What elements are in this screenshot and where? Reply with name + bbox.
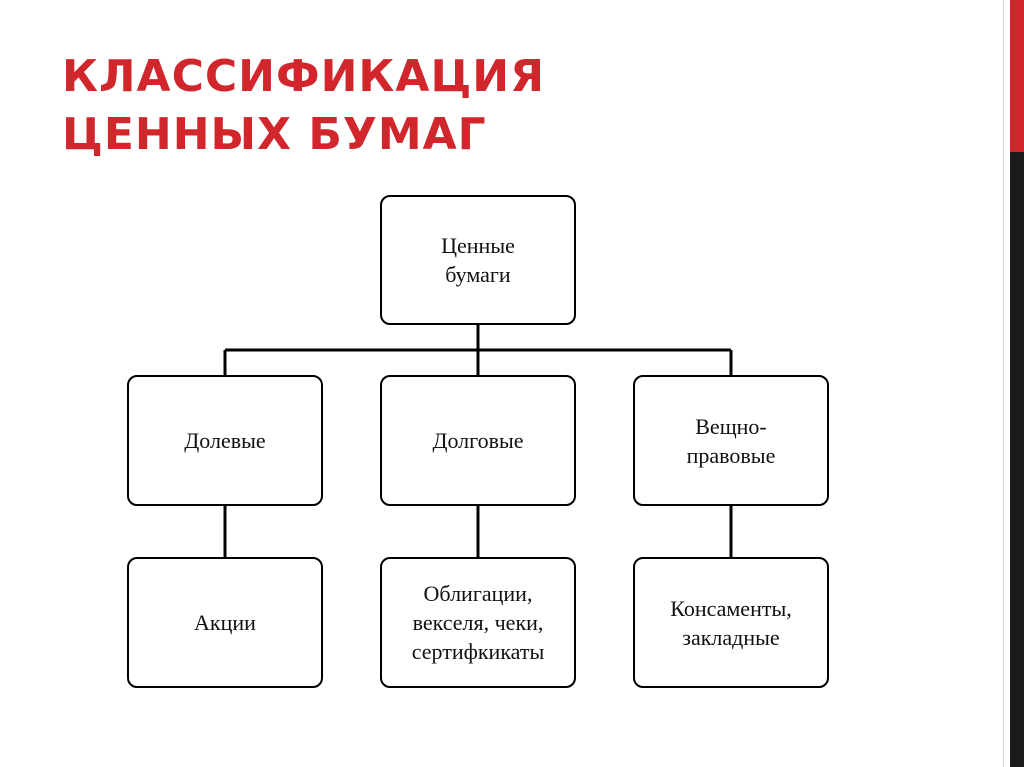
title-line-1: КЛАССИФИКАЦИЯ: [62, 51, 545, 102]
node-category-veshchno-pravovye: Вещно- правовые: [633, 375, 829, 506]
title-line-2: ЦЕННЫХ БУМАГ: [62, 109, 487, 160]
node-category-dolgovye: Долговые: [380, 375, 576, 506]
right-edge-divider: [1003, 0, 1004, 767]
node-category-dolevye: Долевые: [127, 375, 323, 506]
node-root: Ценные бумаги: [380, 195, 576, 325]
right-edge-accent-red: [1010, 0, 1024, 152]
node-example-aktsii: Акции: [127, 557, 323, 688]
node-example-konsamenty: Консаменты, закладные: [633, 557, 829, 688]
slide-title: КЛАССИФИКАЦИЯ ЦЕННЫХ БУМАГ: [62, 48, 942, 164]
right-edge-accent-black: [1010, 152, 1024, 767]
node-example-obligatsii: Облигации, векселя, чеки, сертифкикаты: [380, 557, 576, 688]
